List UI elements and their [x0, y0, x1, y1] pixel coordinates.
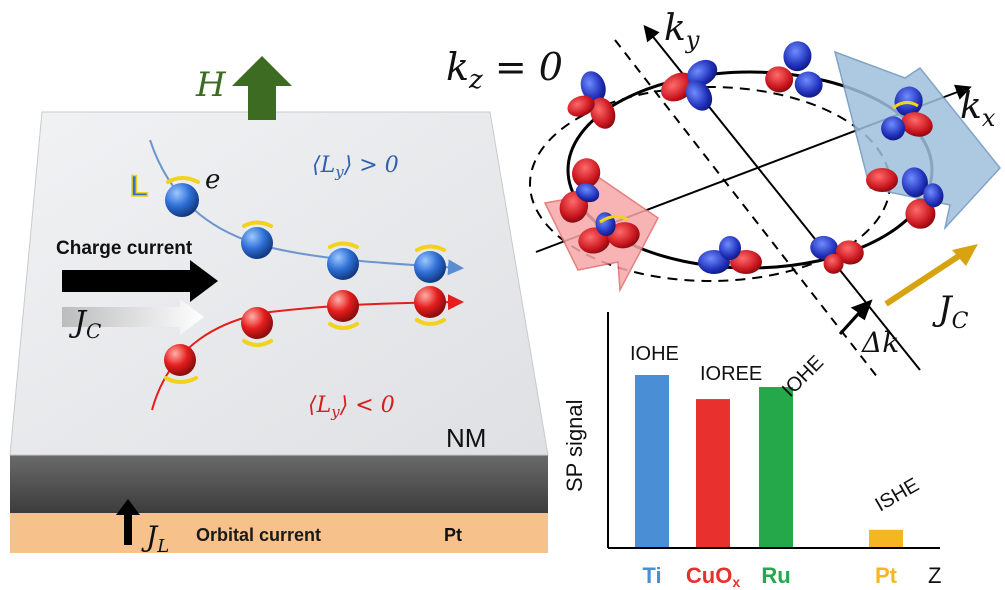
pt-layer [10, 513, 548, 553]
charge-current-arrow [62, 260, 218, 302]
electron-down [164, 344, 196, 376]
bar-annotation: IOHE [778, 351, 828, 401]
field-H-label: H [195, 65, 227, 105]
electron-down [414, 286, 446, 318]
ky-label: ky [664, 8, 700, 54]
device-slab [9, 111, 549, 553]
y-axis-label: SP signal [562, 399, 587, 492]
electron-up-group [165, 183, 446, 283]
orbital-current-label: Orbital current [196, 525, 321, 545]
shift-dashed-line [614, 39, 879, 379]
category-label: CuOx [686, 563, 740, 590]
bar-ti [635, 375, 669, 547]
electron-up [165, 183, 199, 217]
nm-side [10, 455, 548, 513]
nm-label: NM [446, 423, 486, 453]
orbital-lobes [559, 41, 944, 274]
category-label: Ti [642, 563, 661, 588]
nm-top-surface [9, 111, 549, 456]
e-label: e [205, 165, 220, 195]
electron-up [327, 248, 359, 280]
x-axis-label: Z [928, 563, 941, 588]
electron-up [241, 227, 273, 259]
pt-layer-label: Pt [444, 525, 462, 545]
orbital-rotation-arrows [164, 176, 446, 384]
lobe-rotation-arrow [599, 215, 629, 224]
electron-up [414, 251, 446, 283]
fermi-jc-arrowhead [952, 244, 978, 266]
electron-down-group [164, 286, 446, 376]
jl-arrow [116, 499, 140, 545]
electron-down [327, 290, 359, 322]
charge-current-label: Charge current [56, 238, 193, 259]
category-label: Ru [761, 563, 790, 588]
bar-cuox [696, 399, 730, 547]
bar-annotation: ISHE [872, 474, 923, 516]
fermi-jc-label: JC [932, 289, 969, 334]
bar-ru [759, 387, 793, 547]
electron-down [241, 307, 273, 339]
Ly-negative-label: ⟨Ly⟩ < 0 [308, 393, 395, 421]
L-label: L [130, 170, 148, 203]
lobe-rotation-arrow [892, 101, 919, 110]
bar-annotation: IOHE [630, 343, 679, 365]
Ly-positive-label: ⟨Ly⟩ > 0 [312, 153, 399, 181]
bar-annotation: IOREE [700, 363, 762, 385]
jl-label: JL [141, 520, 169, 557]
fermi-surface: kz = 0 ky kx [446, 8, 1001, 379]
category-label: Pt [875, 563, 898, 588]
fermi-jc-arrow [884, 249, 967, 307]
bar-pt [869, 529, 903, 547]
delta-k-label: Δk [861, 326, 899, 359]
jc-arrow-gray [62, 299, 204, 335]
field-H-arrow [232, 56, 292, 120]
bars-group: Ti IOHE CuOx IOREE Ru IOHE Pt ISHE [630, 343, 923, 590]
delta-k-arrow [838, 299, 873, 336]
kz-label: kz = 0 [446, 45, 563, 95]
